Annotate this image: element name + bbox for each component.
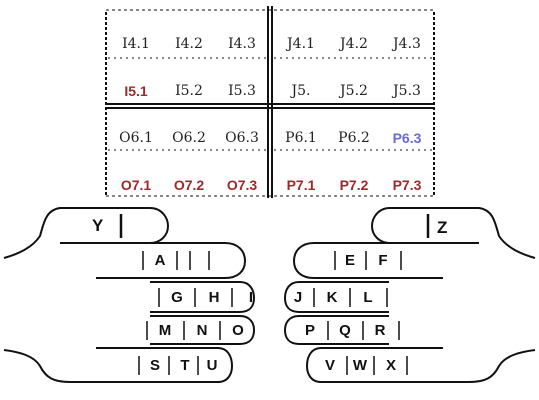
grid-cell: I5.3: [228, 83, 256, 99]
grid-cell: I4.2: [175, 36, 203, 52]
grid-cell: J4.3: [393, 36, 421, 52]
right-palm-outline: [305, 347, 536, 383]
grid-cell: P6.2: [338, 130, 370, 146]
right-finger-3-outline: [283, 315, 389, 345]
grid-cell: J4.1: [287, 36, 315, 52]
left-finger-key: H: [208, 289, 220, 306]
right-finger-key: W: [352, 357, 368, 374]
key-separators: [119, 214, 430, 375]
left-finger-2-outline: [150, 281, 256, 313]
left-palm-outline: [3, 347, 234, 383]
grid-cell: O7.1: [120, 177, 152, 193]
left-finger-key: T: [180, 357, 190, 374]
left-hand: [3, 207, 256, 383]
grid-cell: O6.1: [119, 130, 153, 146]
right-finger-key: J: [293, 289, 303, 306]
left-finger-3-outline: [150, 315, 256, 345]
right-finger-key: Q: [339, 322, 351, 339]
left-thumb-key: Y: [92, 216, 104, 235]
grid-cell: P7.3: [392, 177, 422, 193]
left-finger-1-outline: [96, 242, 247, 279]
right-finger-key: R: [374, 322, 386, 339]
left-finger-key: A: [154, 252, 166, 269]
right-thumb-key: Z: [437, 218, 448, 237]
grid-cell: P6.1: [285, 130, 317, 146]
grid-cell: O6.2: [172, 130, 206, 146]
left-finger-key: I: [248, 289, 254, 306]
grid-cell: P6.3: [392, 130, 422, 146]
grid-cell: J4.2: [340, 36, 368, 52]
grid-cell: J5.: [291, 83, 311, 99]
grid-cell: I4.1: [122, 36, 150, 52]
left-finger-key: N: [196, 322, 208, 339]
grid-cell: P7.2: [339, 177, 369, 193]
right-finger-key: L: [363, 289, 373, 306]
grid-cell: O6.3: [225, 130, 259, 146]
grid-cell: I4.3: [228, 36, 256, 52]
grid-lines: [105, 6, 435, 198]
grid-cell: O7.3: [226, 177, 258, 193]
grid-cell: I5.2: [175, 83, 203, 99]
right-finger-key: E: [344, 252, 355, 269]
right-hand: [283, 207, 536, 383]
left-finger-key: S: [149, 357, 160, 374]
grid-cell: O7.2: [173, 177, 205, 193]
right-finger-key: P: [304, 322, 315, 339]
grid-cell: J5.3: [393, 83, 421, 99]
right-finger-key: X: [385, 357, 396, 374]
grid-cell: P7.1: [286, 177, 316, 193]
left-thumb-outline: [3, 207, 170, 259]
right-finger-key: K: [326, 289, 338, 306]
right-finger-1-outline: [292, 242, 443, 279]
left-finger-key: O: [232, 322, 244, 339]
right-finger-key: F: [378, 252, 388, 269]
grid-cell: J5.2: [340, 83, 368, 99]
left-finger-key: U: [206, 357, 218, 374]
right-finger-2-outline: [283, 281, 389, 313]
grid-cell: I5.1: [124, 83, 148, 99]
right-finger-key: V: [324, 357, 335, 374]
left-finger-key: M: [158, 322, 172, 339]
left-finger-key: G: [171, 289, 183, 306]
right-thumb-outline: [370, 207, 536, 259]
